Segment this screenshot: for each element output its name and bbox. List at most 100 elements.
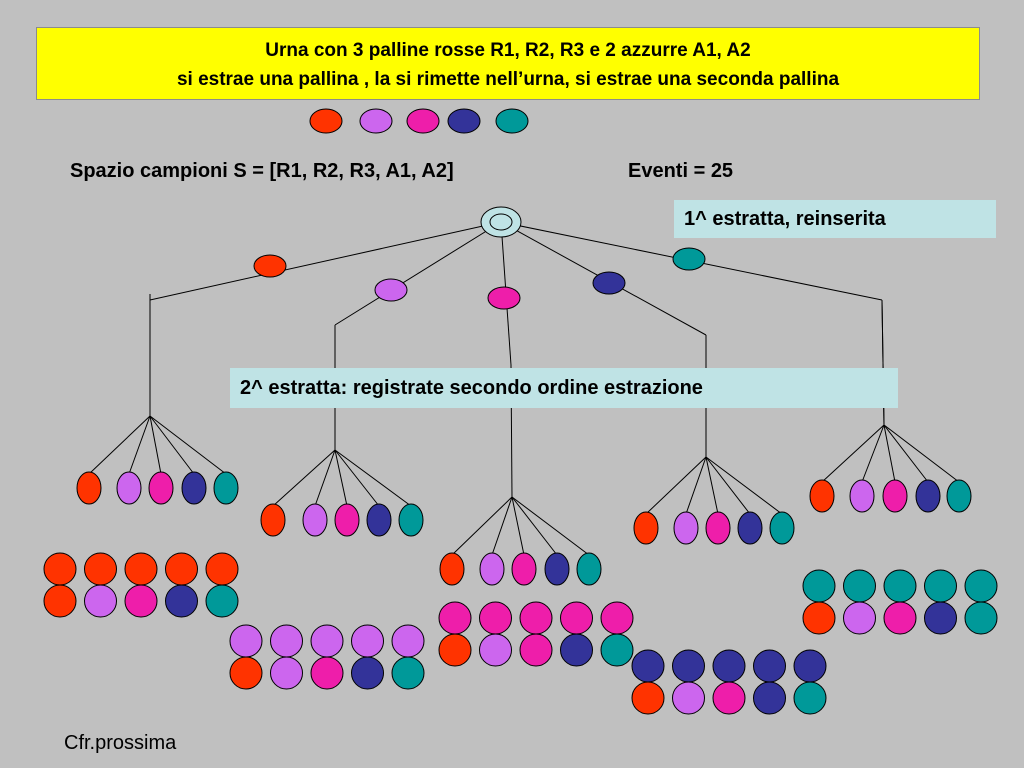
second-draw-ball-r1-r3	[148, 471, 174, 505]
outcome-a2-a1-first	[924, 569, 957, 603]
second-draw-ball-a2-a1	[915, 479, 941, 513]
outcome-r3-r2-second	[479, 633, 512, 667]
second-draw-ball-r3-a1	[544, 552, 570, 586]
fan-r2-to-r1	[272, 449, 336, 507]
outcome-r1-r3-second	[124, 584, 158, 618]
second-draw-ball-r1-r2	[116, 471, 142, 505]
fan-r2-to-r3	[334, 449, 348, 507]
outcome-r1-r1-first	[43, 552, 77, 586]
outcome-r2-a2-second	[391, 656, 425, 690]
outcome-a1-a2-second	[793, 681, 827, 715]
outcome-a2-r3-second	[883, 601, 917, 635]
first-draw-label: 1^ estratta, reinserita	[674, 200, 996, 238]
second-draw-ball-a1-a1	[737, 511, 763, 545]
urn-ball-r3	[406, 108, 440, 134]
second-draw-ball-r3-a2	[576, 552, 602, 586]
second-draw-ball-r1-a2	[213, 471, 239, 505]
fan-r3-to-r1	[451, 496, 513, 556]
second-draw-ball-a1-r1	[633, 511, 659, 545]
urn-ball-a2	[495, 108, 529, 134]
second-draw-ball-a1-r3	[705, 511, 731, 545]
title-line-1: Urna con 3 palline rosse R1, R2, R3 e 2 …	[265, 40, 751, 61]
outcome-a2-r2-first	[843, 569, 876, 603]
second-draw-ball-a1-r2	[673, 511, 699, 545]
fan-a1-to-r2	[685, 456, 707, 515]
urn-ball-r2	[359, 108, 393, 134]
fan-r2-to-a1	[334, 449, 380, 507]
outcome-r2-r1-first	[229, 624, 263, 658]
branch-root-to-r1	[149, 221, 502, 301]
outcome-a2-a1-second	[924, 601, 957, 635]
tree-branches	[88, 221, 960, 556]
events-count-text: Eventi = 25	[628, 160, 734, 182]
outcome-r1-r3-first	[124, 552, 158, 586]
outcome-r1-a1-second	[165, 584, 198, 618]
outcome-r3-a1-second	[560, 633, 593, 667]
outcome-r2-a1-first	[351, 624, 384, 658]
first-draw-ball-r2	[374, 278, 408, 302]
fan-r1-to-r2	[128, 415, 151, 475]
outcome-a1-a2-first	[793, 649, 827, 683]
second-draw-label: 2^ estratta: registrate secondo ordine e…	[230, 368, 898, 408]
outcome-r3-r1-first	[438, 601, 472, 635]
outcome-r2-r2-second	[270, 656, 303, 690]
outcome-a2-r1-first	[802, 569, 836, 603]
outcome-r3-r2-first	[479, 601, 512, 635]
outcome-r2-r3-second	[310, 656, 344, 690]
first-draw-ball-a2	[672, 247, 706, 271]
outcome-a2-r3-first	[883, 569, 917, 603]
second-draw-ball-r3-r3	[511, 552, 537, 586]
outcome-r3-r3-second	[519, 633, 553, 667]
fan-a1-to-r3	[705, 456, 719, 515]
outcome-a1-r3-second	[712, 681, 746, 715]
outcome-a2-r2-second	[843, 601, 876, 635]
outcome-a1-a1-first	[753, 649, 786, 683]
outcome-r2-a1-second	[351, 656, 384, 690]
sample-space-text: Spazio campioni S = [R1, R2, R3, A1, A2]	[70, 160, 454, 182]
title-line-2: si estrae una pallina , la si rimette ne…	[176, 69, 840, 90]
tree-nodes	[43, 108, 998, 715]
fan-r3-to-a2	[511, 496, 590, 556]
outcome-a1-a1-second	[753, 681, 786, 715]
second-draw-ball-r1-r1	[76, 471, 102, 505]
outcome-r1-a2-second	[205, 584, 239, 618]
branch-root-to-r2	[334, 221, 502, 326]
second-draw-ball-r2-r3	[334, 503, 360, 537]
second-draw-ball-a2-r3	[882, 479, 908, 513]
second-draw-ball-r2-r1	[260, 503, 286, 537]
fan-a2-to-r2	[861, 424, 885, 483]
fan-r1-to-r3	[149, 415, 162, 475]
second-draw-ball-r1-a1	[181, 471, 207, 505]
outcome-a2-r1-second	[802, 601, 836, 635]
fan-r1-to-r1	[88, 415, 151, 475]
outcome-a1-r2-first	[672, 649, 705, 683]
title-banner: Urna con 3 palline rosse R1, R2, R3 e 2 …	[36, 27, 980, 100]
fan-r3-to-r2	[491, 496, 513, 556]
urn-ball-a1	[447, 108, 481, 134]
outcome-a1-r1-first	[631, 649, 665, 683]
fan-r1-to-a1	[149, 415, 195, 475]
outcome-r3-a1-first	[560, 601, 593, 635]
outcome-r3-r3-first	[519, 601, 553, 635]
outcome-r2-r2-first	[270, 624, 303, 658]
outcome-r3-a2-second	[600, 633, 634, 667]
outcome-r3-a2-first	[600, 601, 634, 635]
outcome-a1-r2-second	[672, 681, 705, 715]
second-draw-ball-r2-r2	[302, 503, 328, 537]
fan-a2-to-a1	[883, 424, 929, 483]
fan-r3-to-a1	[511, 496, 558, 556]
outcome-r1-r2-second	[84, 584, 117, 618]
outcome-r2-a2-first	[391, 624, 425, 658]
fan-r1-to-a2	[149, 415, 227, 475]
fan-a1-to-a2	[705, 456, 783, 515]
second-draw-ball-r3-r1	[439, 552, 465, 586]
outcome-r3-r1-second	[438, 633, 472, 667]
second-draw-ball-r2-a2	[398, 503, 424, 537]
second-draw-ball-a2-r2	[849, 479, 875, 513]
outcome-r1-r2-first	[84, 552, 117, 586]
second-draw-ball-r3-r2	[479, 552, 505, 586]
fan-a1-to-r1	[645, 456, 707, 515]
fan-a1-to-a1	[705, 456, 751, 515]
fan-a2-to-r1	[821, 424, 885, 483]
